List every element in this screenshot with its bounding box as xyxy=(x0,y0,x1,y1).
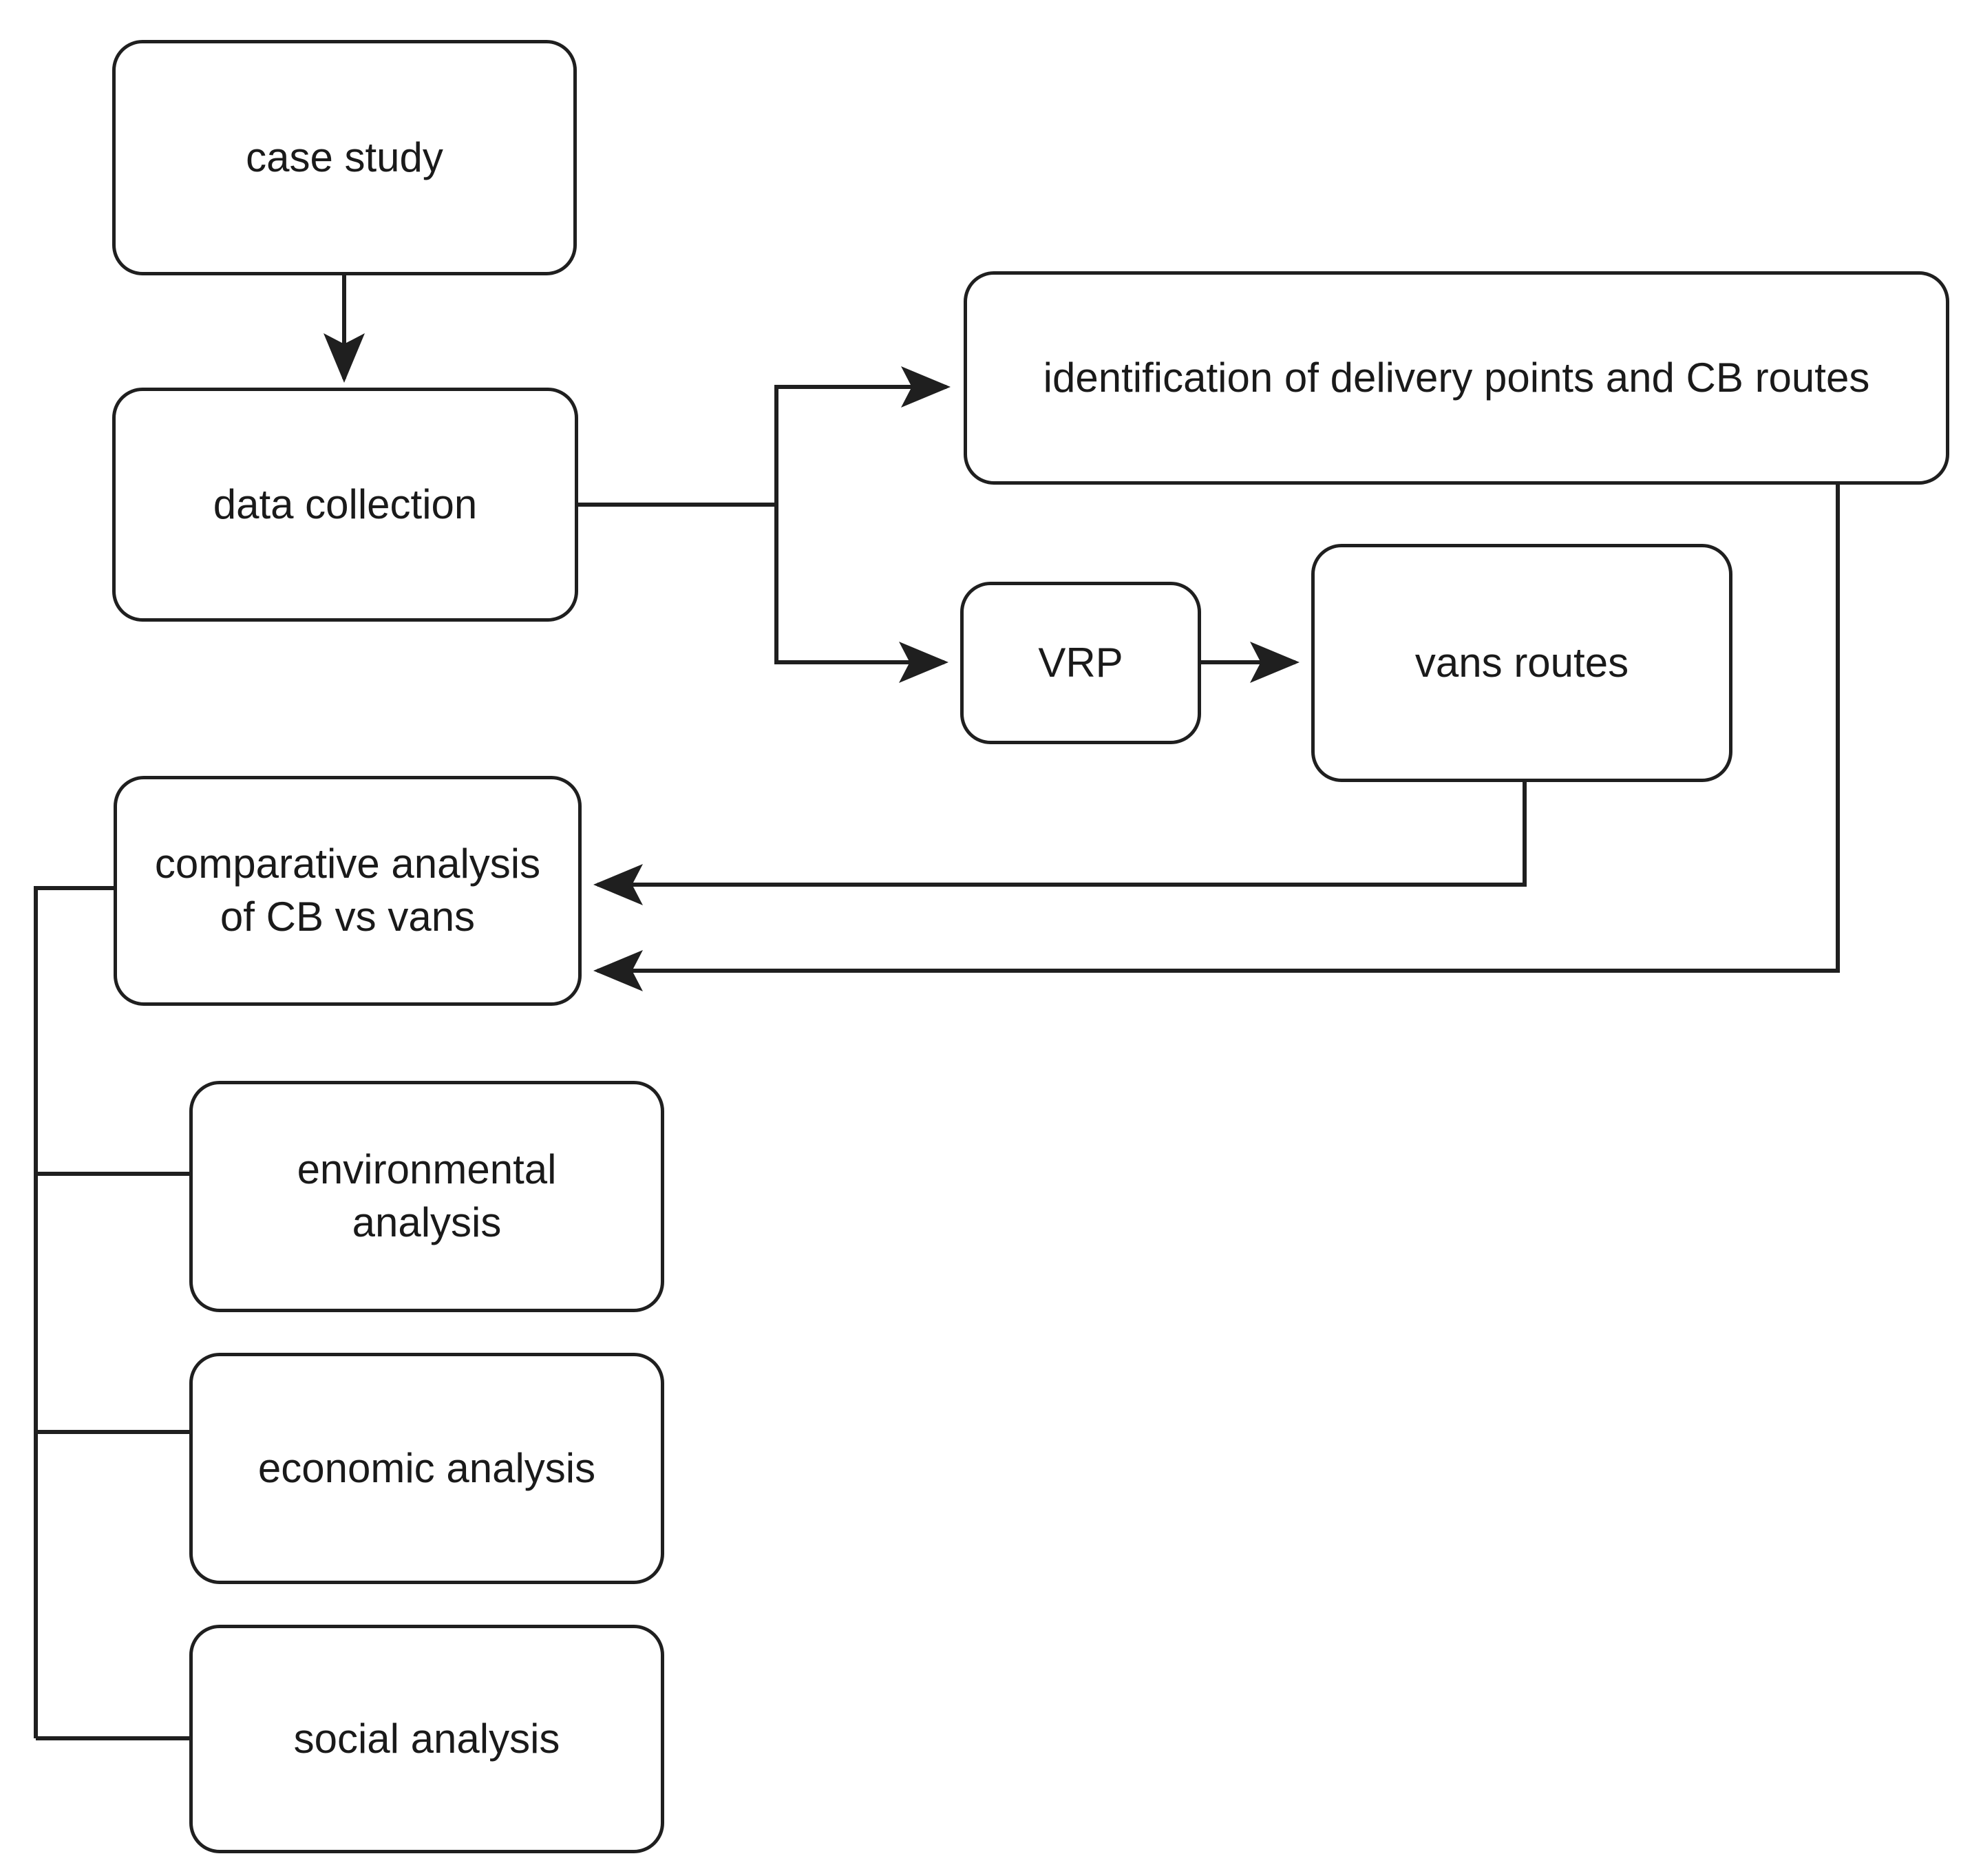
node-comparative-analysis[interactable]: comparative analysis of CB vs vans xyxy=(114,776,582,1006)
node-environmental-analysis[interactable]: environmental analysis xyxy=(189,1081,664,1312)
node-vans-routes[interactable]: vans routes xyxy=(1311,544,1732,782)
node-vans-routes-label: vans routes xyxy=(1414,639,1629,686)
node-identification-of-delivery-points[interactable]: identification of delivery points and CB… xyxy=(964,271,1949,485)
edge-comparative-bracket-trunk xyxy=(34,886,114,1738)
node-data-collection-label: data collection xyxy=(213,481,478,527)
node-case-study-label: case study xyxy=(246,134,443,180)
node-vrp-label: VRP xyxy=(1038,639,1123,686)
edge-vans-routes-to-comparative xyxy=(593,782,1527,905)
node-data-collection[interactable]: data collection xyxy=(112,388,578,622)
node-comparative-analysis-label: comparative analysis of CB vs vans xyxy=(154,841,541,940)
node-social-analysis-label: social analysis xyxy=(293,1715,560,1762)
node-vrp[interactable]: VRP xyxy=(960,582,1201,744)
node-economic-analysis-label: economic analysis xyxy=(257,1444,596,1491)
node-identification-label: identification of delivery points and CB… xyxy=(1043,354,1870,401)
node-social-analysis[interactable]: social analysis xyxy=(189,1625,664,1853)
node-environmental-analysis-label: environmental analysis xyxy=(297,1146,557,1245)
node-case-study[interactable]: case study xyxy=(112,40,577,275)
edge-data-collection-to-identification xyxy=(578,366,951,507)
edge-data-collection-to-vrp xyxy=(774,505,948,683)
node-economic-analysis[interactable]: economic analysis xyxy=(189,1353,664,1584)
